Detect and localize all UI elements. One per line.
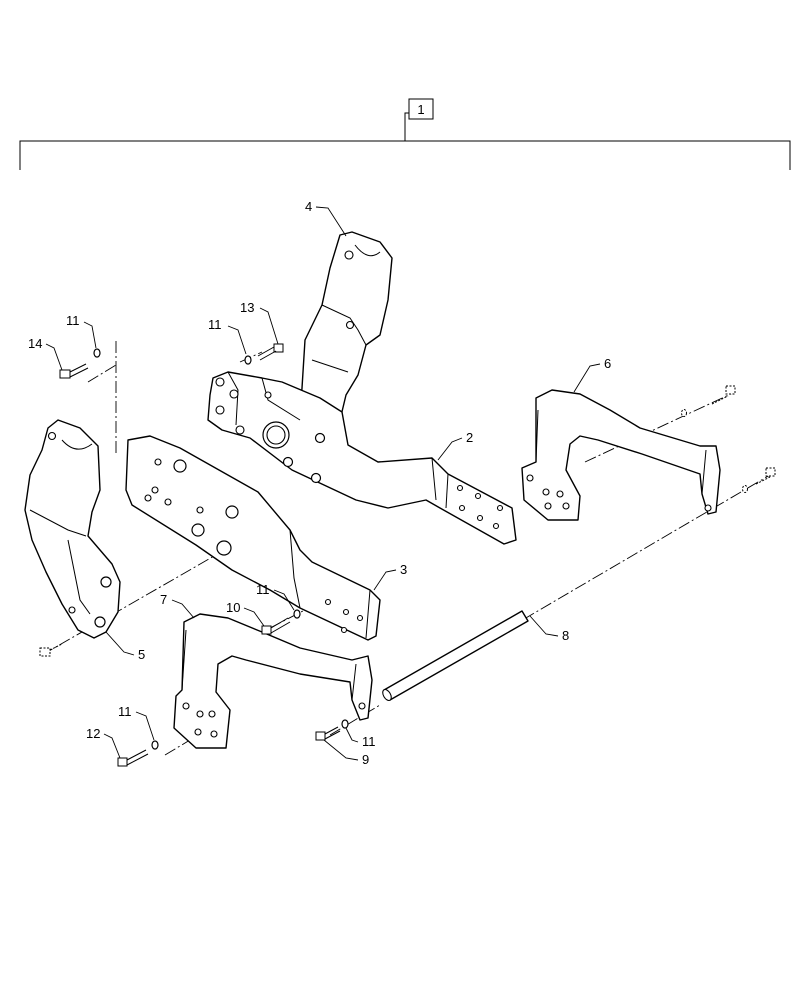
callout-11-a: 11 [66,313,97,349]
callout-14: 14 [28,336,63,371]
callouts: 2 3 4 5 6 7 8 9 [28,199,611,767]
callout-3: 3 [373,562,407,591]
callout-10-label: 10 [226,600,240,615]
callout-8: 8 [529,615,569,643]
bolt-right-upper-dashed [681,385,736,417]
callout-11-c-label: 11 [256,582,270,597]
assembly-callout-label: 1 [417,102,424,117]
callout-10: 10 [226,600,265,627]
callout-14-label: 14 [28,336,42,351]
callout-11-b: 11 [208,317,247,355]
callout-6-label: 6 [604,356,611,371]
callout-5: 5 [105,631,145,662]
assembly-axes [41,341,771,756]
part-5-left-bracket [24,419,121,639]
callout-11-d-label: 11 [118,704,132,719]
fasteners [39,343,776,767]
callout-11-b-label: 11 [208,317,222,332]
callout-13: 13 [240,300,279,345]
callout-7: 7 [160,592,195,619]
part-7-lower-hook-arm [173,613,373,749]
part-4-upper-bracket [299,231,393,431]
callout-11-d: 11 [118,704,155,741]
part-6-right-hook-arm [521,389,721,521]
callout-11-e: 11 [345,727,376,749]
callout-13-label: 13 [240,300,254,315]
callout-7-label: 7 [160,592,167,607]
callout-5-label: 5 [138,647,145,662]
bolt-right-lower-dashed [742,467,776,493]
callout-4-label: 4 [305,199,312,214]
part-8-cross-shaft [382,610,529,702]
callout-11-c: 11 [256,582,295,611]
bolt-12 [117,749,149,767]
bolt-13 [257,343,284,361]
callout-9: 9 [323,739,369,767]
callout-12-label: 12 [86,726,100,741]
callout-9-label: 9 [362,752,369,767]
bolt-10 [261,617,291,635]
part-3-side-plate [125,435,381,641]
callout-2-label: 2 [466,430,473,445]
part-2-main-frame [207,371,517,545]
callout-11-e-label: 11 [362,734,376,749]
bolt-left-dashed [39,643,63,657]
callout-4: 4 [305,199,347,237]
assembly-bracket: 1 [19,98,791,170]
washer-11-upper-left [93,348,101,358]
callout-2: 2 [437,430,473,461]
washer-11-lower-right [341,719,349,729]
bolt-9 [315,726,341,741]
callout-3-label: 3 [400,562,407,577]
washer-11-middle [293,609,301,619]
callout-12: 12 [86,726,121,759]
callout-6: 6 [573,356,611,393]
callout-8-label: 8 [562,628,569,643]
callout-11-a-label: 11 [66,313,80,328]
bolt-14 [59,363,89,379]
washer-11-lower-left [151,740,159,750]
washer-11-upper-center [244,355,252,365]
